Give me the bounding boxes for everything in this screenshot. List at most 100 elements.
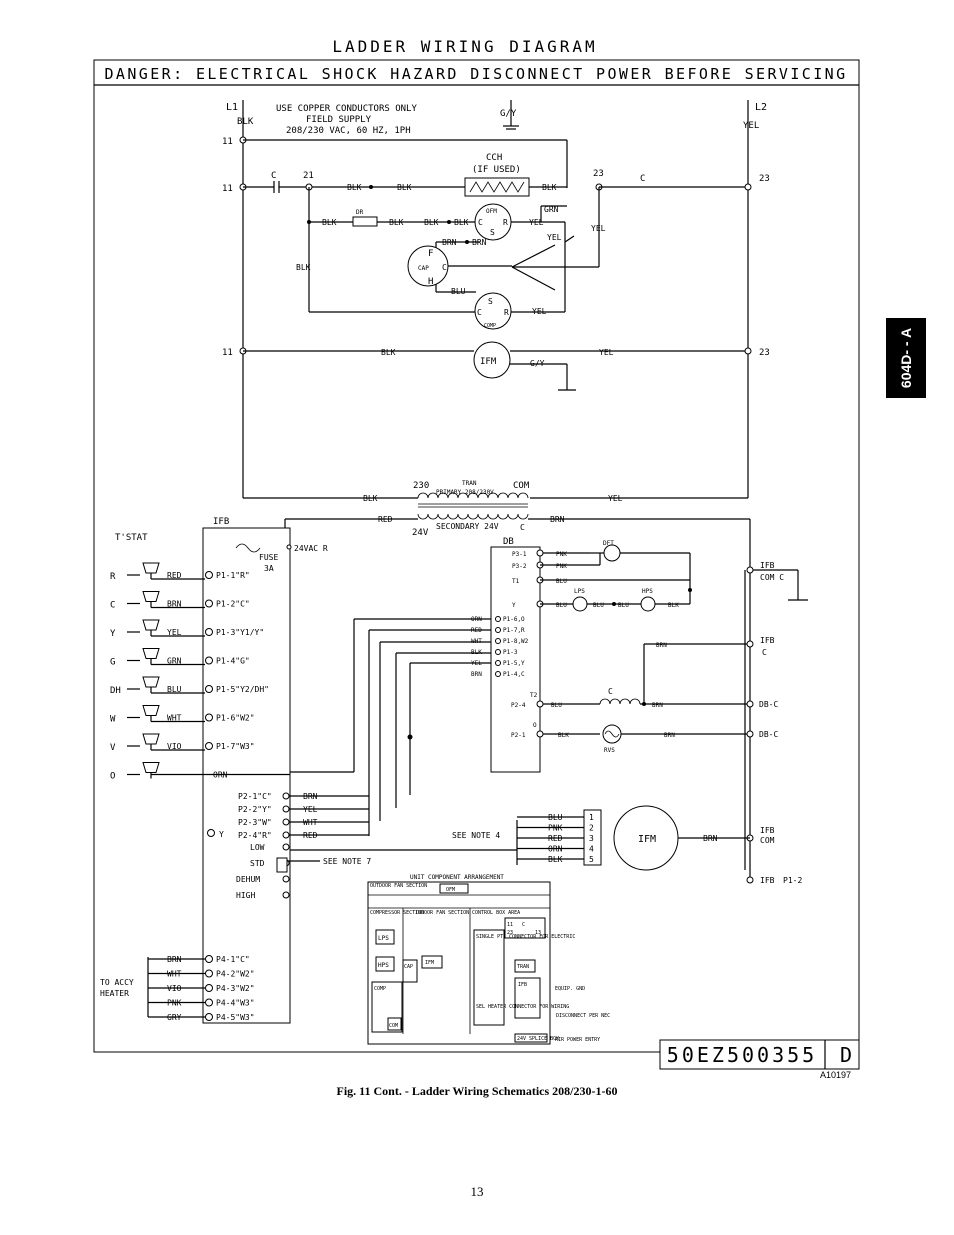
db-p1-pin: P1-8,W2 xyxy=(503,638,529,645)
svg-text:BLK: BLK xyxy=(347,183,362,192)
l1-wire-color: BLK xyxy=(237,117,254,127)
ifb-pin: P1-7"W3" xyxy=(216,742,255,751)
svg-text:COM: COM xyxy=(389,1023,398,1029)
svg-text:GRN: GRN xyxy=(544,205,559,214)
terminal-21: 21 xyxy=(303,171,314,181)
svg-text:Y: Y xyxy=(219,830,224,839)
db-label: DB xyxy=(503,537,514,547)
svg-text:C: C xyxy=(477,308,482,317)
l1-label: L1 xyxy=(226,102,238,113)
cch-label: CCH xyxy=(486,153,502,163)
unit-component-arrangement: UNIT COMPONENT ARRANGEMENT OUTDOOR FAN S… xyxy=(367,874,610,1045)
db-p1-terminal xyxy=(495,649,501,655)
db-top-pin: P3-2 xyxy=(512,563,527,570)
tstat-contact xyxy=(142,619,160,631)
ifb-p4-pin: P4-3"W2" xyxy=(216,984,255,993)
svg-text:IFM: IFM xyxy=(638,834,656,845)
ifb-pin: P1-6"W2" xyxy=(216,714,255,723)
tstat-wire: VIO xyxy=(167,742,182,751)
svg-text:IFB: IFB xyxy=(518,982,527,988)
svg-text:T2: T2 xyxy=(530,692,538,699)
terminal-11-a: 11 xyxy=(222,137,233,147)
ifb-p2-terminal xyxy=(282,805,290,813)
db-p1-pin: P1-7,R xyxy=(503,627,525,634)
svg-text:BLK: BLK xyxy=(322,218,337,227)
svg-text:IFB: IFB xyxy=(760,636,775,645)
tstat-contact xyxy=(142,705,160,716)
ifb-p2-terminal xyxy=(282,831,290,839)
tstat-terminal: V xyxy=(110,743,116,753)
svg-text:CONTROL BOX AREA: CONTROL BOX AREA xyxy=(472,910,520,916)
db-top-wire: PNK xyxy=(556,563,567,570)
svg-text:COMP: COMP xyxy=(484,323,496,329)
svg-text:BLK: BLK xyxy=(542,183,557,192)
ifb-terminal xyxy=(205,713,213,722)
svg-text:IFM: IFM xyxy=(480,357,497,367)
tstat-terminal: W xyxy=(110,715,116,725)
db-top-pin: T1 xyxy=(512,578,520,585)
svg-text:TRAN: TRAN xyxy=(517,964,529,970)
ifb-p2-terminal xyxy=(282,818,290,826)
svg-text:COMP: COMP xyxy=(374,986,386,992)
svg-text:S: S xyxy=(490,228,495,237)
ground-color: G/Y xyxy=(500,109,517,119)
ifb-p4-terminal xyxy=(205,969,213,978)
db-top-pin: Y xyxy=(512,602,516,609)
dr-plug xyxy=(352,216,378,227)
db-top-terminal xyxy=(536,549,544,557)
svg-text:HEATER: HEATER xyxy=(100,989,129,998)
svg-text:SEE NOTE 7: SEE NOTE 7 xyxy=(323,857,371,866)
svg-text:BRN: BRN xyxy=(656,642,667,649)
speed-jumper xyxy=(276,857,288,873)
db-top-pin: P3-1 xyxy=(512,551,527,558)
db-box xyxy=(490,546,541,773)
svg-text:OUTDOOR FAN SECTION: OUTDOOR FAN SECTION xyxy=(370,883,427,889)
svg-text:BLU: BLU xyxy=(551,702,562,709)
supply-rating: 208/230 VAC, 60 HZ, 1PH xyxy=(286,126,411,136)
svg-text:RVS: RVS xyxy=(604,747,615,754)
terminal-11-b: 11 xyxy=(222,184,233,194)
svg-text:BLK: BLK xyxy=(389,218,404,227)
svg-text:HPS: HPS xyxy=(642,588,653,595)
db-top-wire: BLU xyxy=(556,602,567,609)
svg-text:P1-2: P1-2 xyxy=(783,876,802,885)
svg-text:DFT: DFT xyxy=(603,540,614,547)
svg-text:BLK: BLK xyxy=(397,183,412,192)
svg-text:DB-C: DB-C xyxy=(759,700,778,709)
svg-text:DISCONNECT PER NEC: DISCONNECT PER NEC xyxy=(556,1013,610,1019)
svg-text:SEL HEATER CONNECTOR FOR WIRIN: SEL HEATER CONNECTOR FOR WIRING xyxy=(476,1004,569,1010)
svg-text:BLU: BLU xyxy=(451,287,466,296)
svg-text:O: O xyxy=(533,722,537,729)
ifb-speed: DEHUM xyxy=(236,875,260,884)
svg-text:C: C xyxy=(442,263,447,272)
ifb-p4-terminal xyxy=(205,998,213,1007)
ifb-box xyxy=(202,527,291,1024)
db-p1-pin: P1-3 xyxy=(503,649,518,656)
db-p1-terminal xyxy=(495,660,501,666)
svg-text:SEE NOTE 4: SEE NOTE 4 xyxy=(452,831,500,840)
db-p1-pin: P1-5,Y xyxy=(503,660,525,667)
right-rail: IFB COM C IFB C DB-C DB-C IFB COM IFB P1… xyxy=(744,561,808,885)
svg-text:YEL: YEL xyxy=(599,348,614,357)
ifm-pin: 4 xyxy=(589,845,594,854)
ifb-p2-pin: P2-4"R" xyxy=(238,831,272,840)
svg-text:OFM: OFM xyxy=(486,208,497,215)
svg-text:S: S xyxy=(488,297,493,306)
tstat-contact xyxy=(142,591,160,602)
svg-text:BLK: BLK xyxy=(454,218,469,227)
svg-text:H: H xyxy=(428,277,433,287)
svg-text:LPS: LPS xyxy=(574,588,585,595)
ifm-power xyxy=(473,341,511,379)
svg-text:EQUIP. GND: EQUIP. GND xyxy=(555,986,585,992)
tstat-terminal: G xyxy=(110,658,115,668)
field-supply: FIELD SUPPLY xyxy=(306,115,372,125)
svg-text:C: C xyxy=(608,687,613,696)
figure-code: A10197 xyxy=(820,1070,852,1080)
svg-text:BLK: BLK xyxy=(363,494,378,503)
db-p1-terminal xyxy=(495,671,501,677)
svg-text:BLK: BLK xyxy=(381,348,396,357)
tstat-contact xyxy=(142,733,160,745)
ifb-p4-terminal xyxy=(205,984,213,992)
ifb-pin: P1-1"R" xyxy=(216,571,250,580)
db-p1-pin: P1-4,C xyxy=(503,671,525,678)
